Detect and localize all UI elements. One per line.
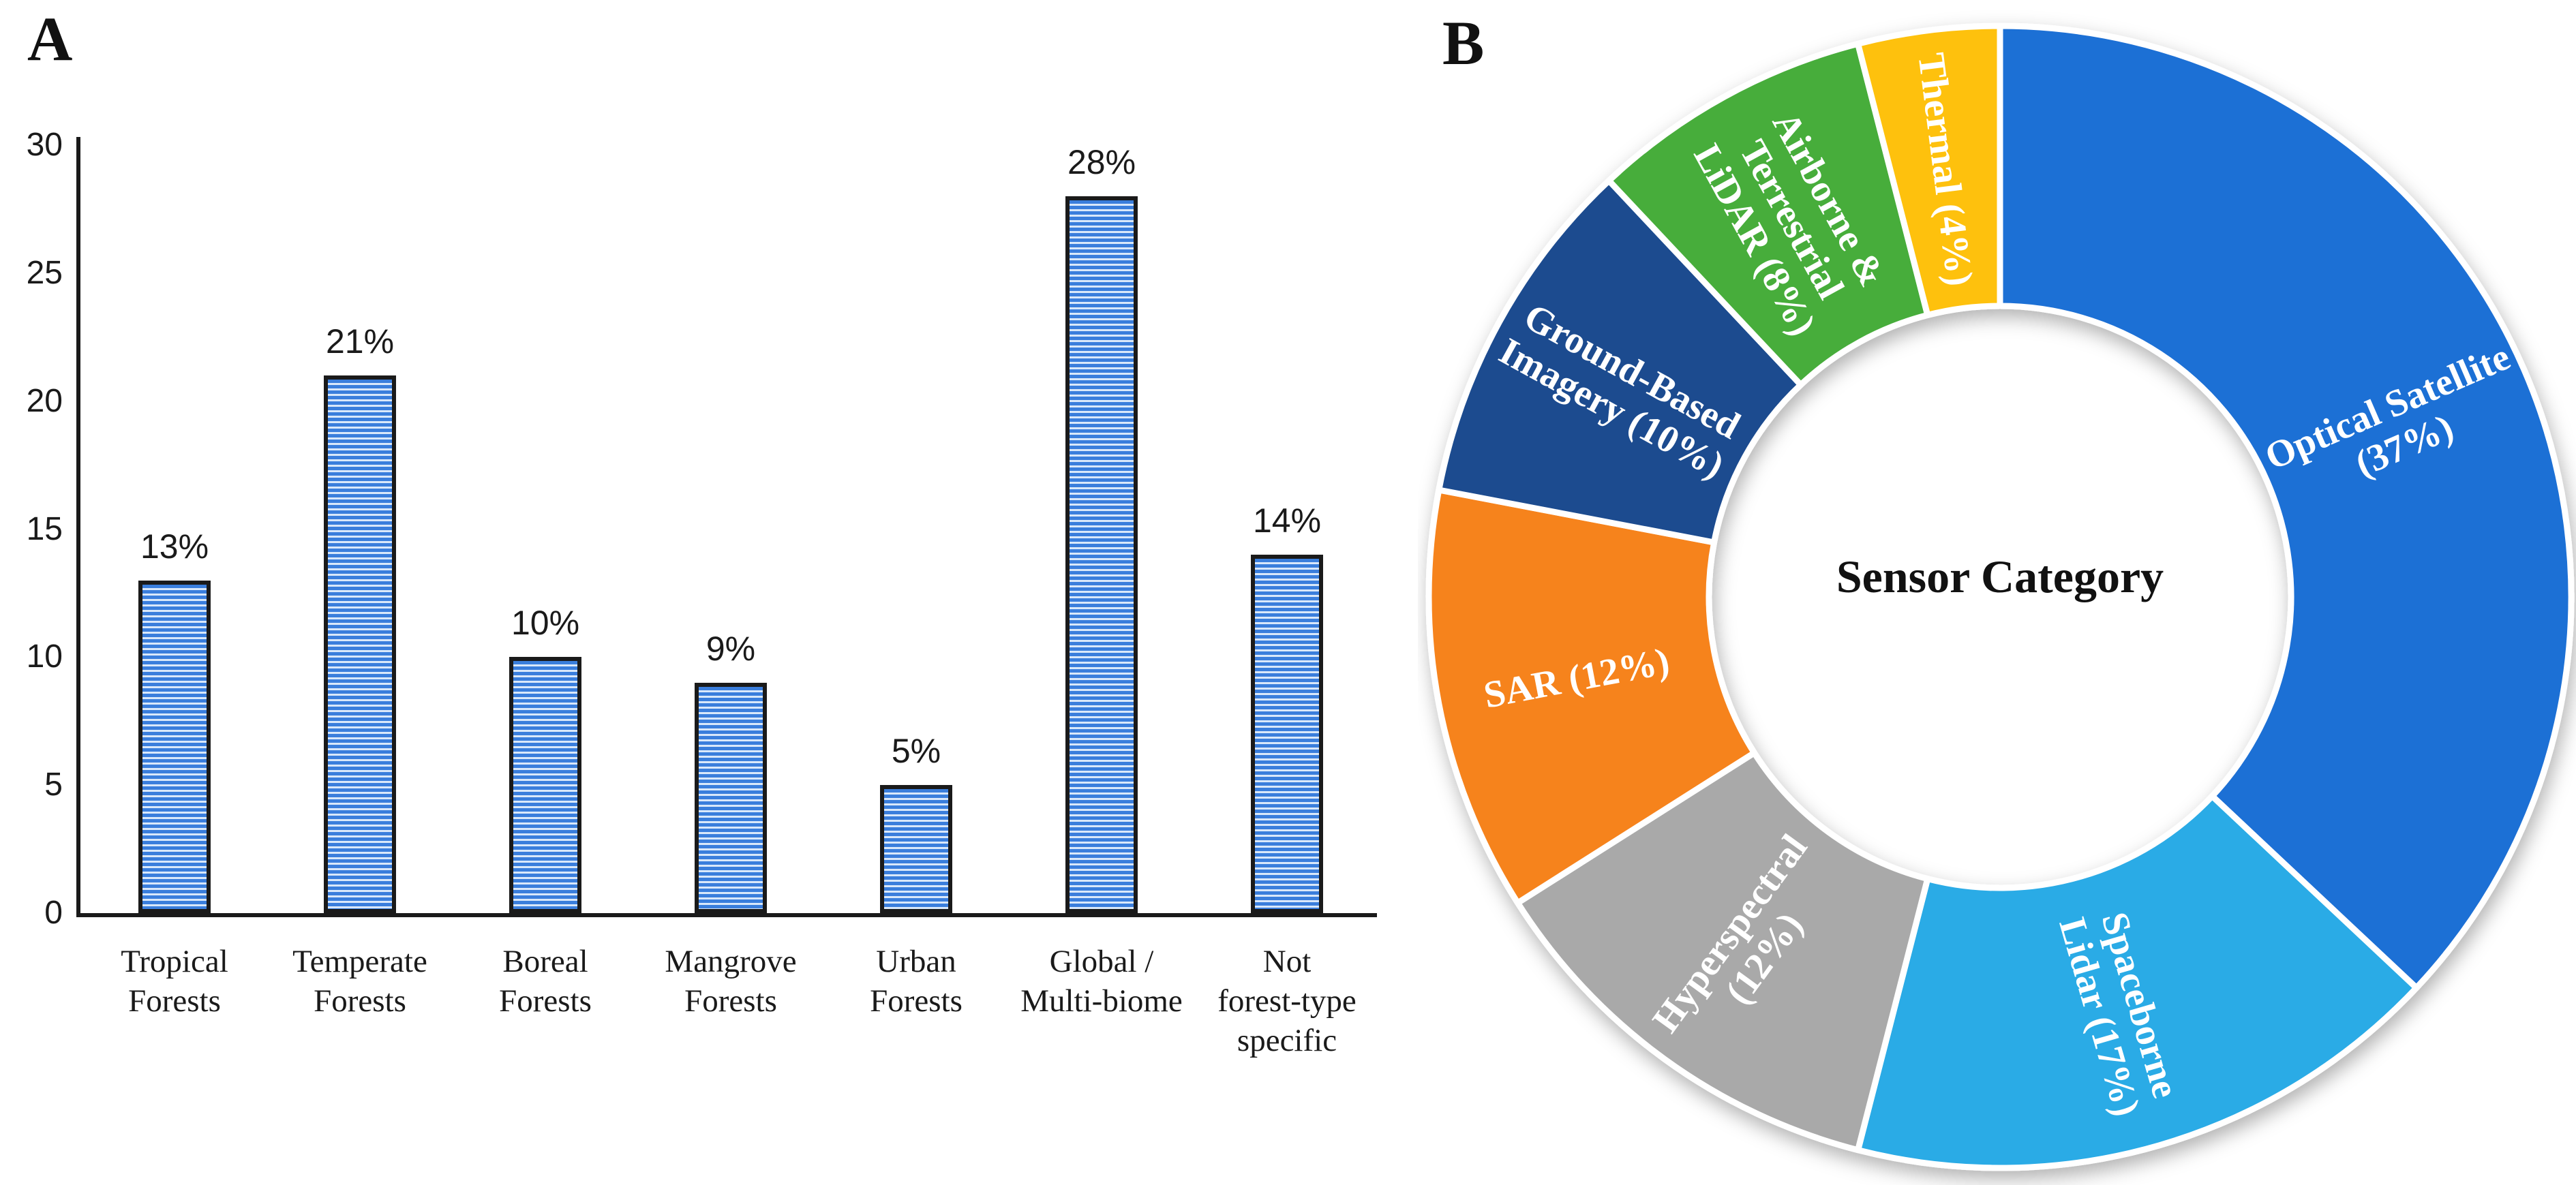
donut-segment <box>1436 177 1804 546</box>
bar-category-label: Global / Multi-biome <box>1020 944 1183 1019</box>
y-tick-label: 30 <box>26 127 63 163</box>
bar-category-label: Boreal Forests <box>499 944 592 1019</box>
bar-value-label: 21% <box>325 322 395 361</box>
y-tick-label: 10 <box>26 638 63 675</box>
bar-category-label: Temperate Forests <box>292 944 427 1019</box>
panel-b-label: B <box>1442 8 1485 78</box>
panel-b-donut-chart: B Optical Satellite(37%)SpaceborneLidar … <box>1418 0 2576 1185</box>
donut-segment <box>1855 22 2003 318</box>
panel-a-label: A <box>27 4 73 74</box>
bar-1 <box>138 580 211 913</box>
y-tick-label: 15 <box>26 510 63 547</box>
y-tick-label: 20 <box>26 382 63 419</box>
y-tick-label: 25 <box>26 254 63 291</box>
donut-segment <box>1855 792 2420 1171</box>
bar-3 <box>509 657 581 913</box>
donut-segment <box>1997 22 2575 991</box>
panel-a-bar-chart: A 0 5 10 15 20 25 30 13% Tropical Forests 21% Temp… <box>26 4 1377 1058</box>
sensor-category-donut-chart: Optical Satellite(37%)SpaceborneLidar (1… <box>1425 22 2575 1171</box>
bar-value-label: 13% <box>140 527 209 566</box>
bar-value-label: 5% <box>891 732 941 771</box>
bar-value-label: 14% <box>1252 502 1322 540</box>
donut-segment <box>1605 40 1931 388</box>
bar-category-label: Tropical Forests <box>121 944 228 1019</box>
bar-value-label: 28% <box>1067 143 1136 182</box>
bar-2 <box>324 375 396 913</box>
bar-category-label: Not forest-type specific <box>1217 944 1357 1058</box>
y-axis-line <box>76 137 80 917</box>
bar-value-label: 10% <box>511 604 580 643</box>
bar-7 <box>1251 555 1323 913</box>
forest-type-bar-chart: 0 5 10 15 20 25 30 13% Tropical Forests 21% Temper… <box>26 127 1377 1058</box>
bar-5 <box>880 785 952 913</box>
bar-6 <box>1065 196 1138 913</box>
x-axis-line <box>76 913 1377 917</box>
bar-category-label: Urban Forests <box>870 944 963 1019</box>
y-tick-label: 0 <box>44 895 63 931</box>
donut-segment <box>1425 487 1757 906</box>
donut-center-title: Sensor Category <box>1836 551 2164 602</box>
bar-category-label: Mangrove Forests <box>665 944 797 1019</box>
bar-value-label: 9% <box>706 629 756 668</box>
donut-segment <box>1515 750 1931 1154</box>
y-tick-label: 5 <box>44 767 63 803</box>
bar-4 <box>695 682 767 913</box>
